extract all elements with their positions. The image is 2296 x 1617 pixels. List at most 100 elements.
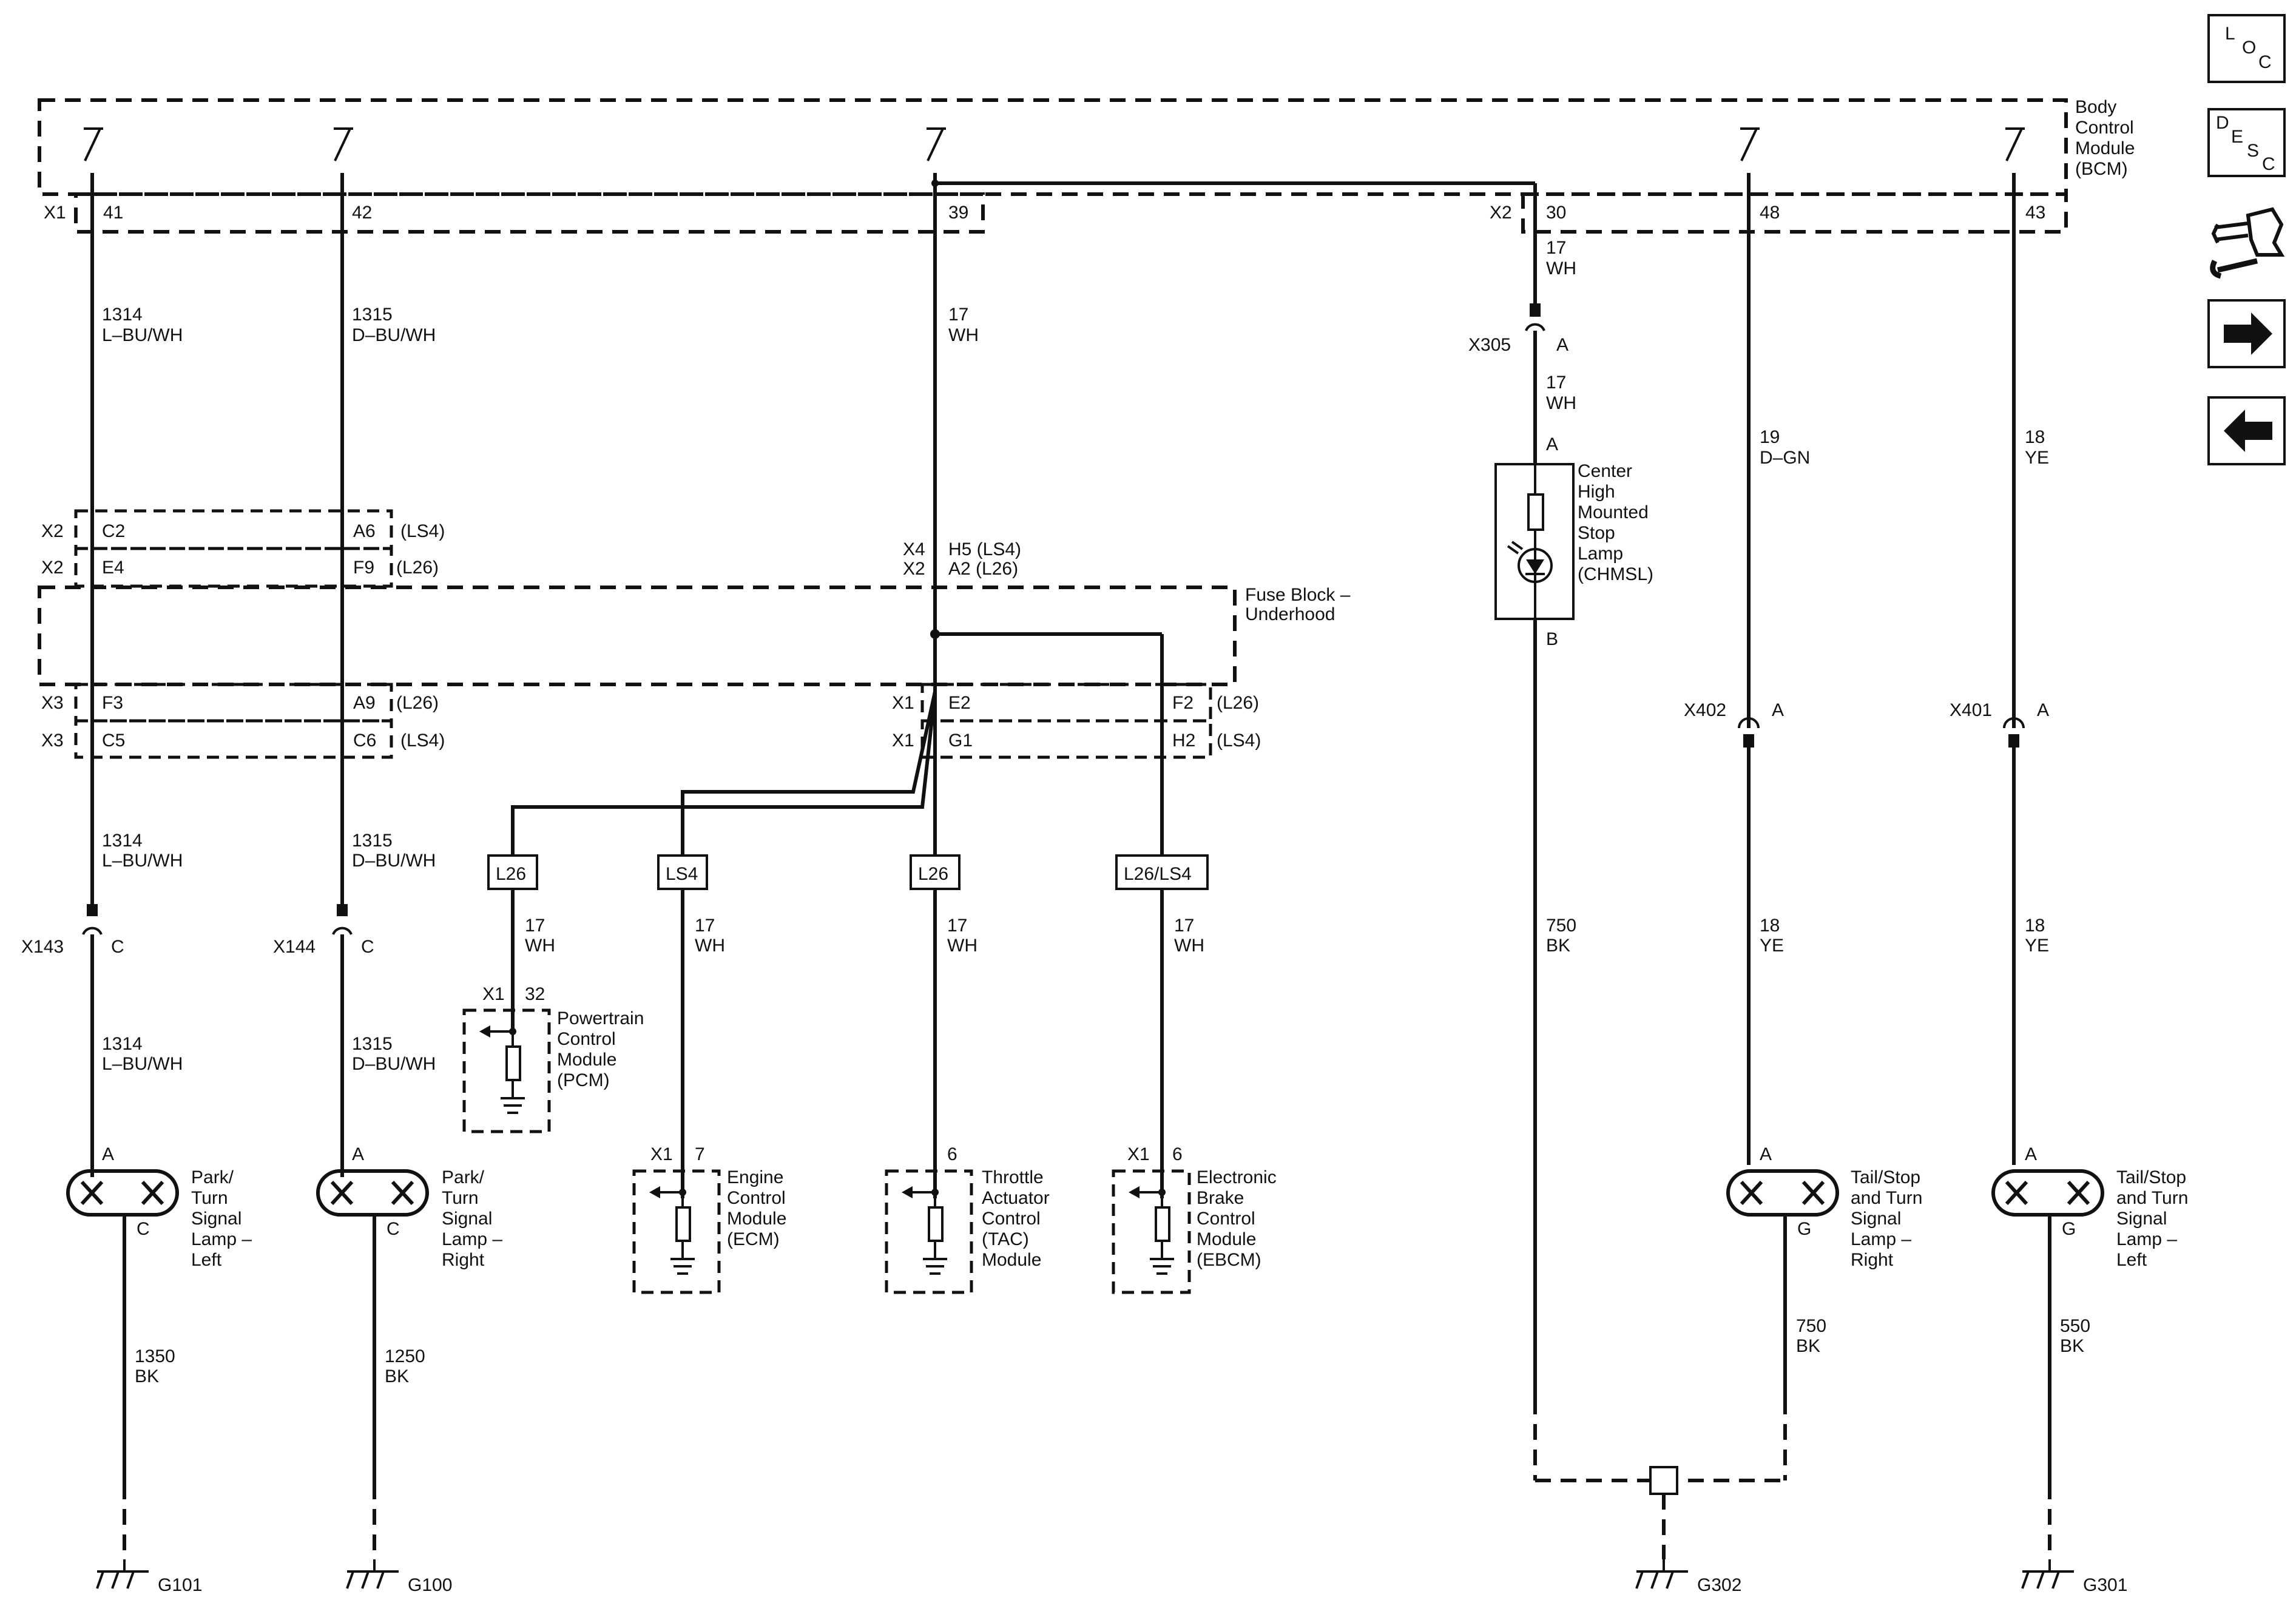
lamp-left-pin-a: A [102, 1144, 114, 1164]
tac-wire-color: WH [947, 936, 977, 956]
chmsl-wire-750-color: BK [1546, 936, 1570, 956]
desc-letter-d: D [2216, 113, 2229, 133]
pcm-wire-num: 17 [525, 916, 545, 936]
opt-l26-1: (L26) [396, 558, 439, 578]
switch-43 [2005, 127, 2025, 194]
wire-1315-color-2: D–BU/WH [352, 851, 436, 871]
wire-19-color: D–GN [1760, 448, 1810, 468]
pin-30: 30 [1546, 203, 1566, 223]
chmsl-wire-750-num: 750 [1546, 916, 1576, 936]
band-x2-2: X2 [41, 558, 64, 578]
tac-pin: 6 [947, 1144, 957, 1164]
arrow-right-icon[interactable] [2207, 299, 2286, 368]
g302-label: G302 [1697, 1575, 1741, 1595]
x143-label: X143 [21, 937, 64, 957]
pin-39: 39 [948, 203, 968, 223]
chmsl-label-6: (CHMSL) [1578, 564, 1653, 584]
x305-pin: A [1556, 335, 1568, 355]
pin-a6: A6 [353, 521, 376, 541]
lamp-right-label-2: Turn [442, 1188, 479, 1208]
lamp-left-label-5: Left [191, 1250, 222, 1270]
option-tag-ebcm: L26/LS4 [1124, 864, 1192, 884]
ebcm-pin: 6 [1172, 1144, 1183, 1164]
circuit-1314: 1314 L–BU/WH 1314 L–BU/WH 1314 L–BU/WH X… [21, 194, 183, 1177]
connector-wrench-icon[interactable] [2210, 207, 2285, 279]
wire-1314-color-3: L–BU/WH [102, 1054, 183, 1074]
chmsl-label-5: Lamp [1578, 544, 1623, 564]
pcm-label-1: Powertrain [557, 1008, 644, 1028]
ecm-x1: X1 [650, 1144, 673, 1164]
pin-a2: A2 (L26) [948, 559, 1018, 579]
desc-letter-s: S [2247, 141, 2259, 161]
wire-1315-num: 1315 [352, 305, 393, 325]
chmsl-label-3: Mounted [1578, 502, 1649, 522]
chmsl-wire-color-2: WH [1546, 393, 1576, 413]
arrow-left-icon[interactable] [2207, 396, 2286, 465]
bcm-label-4: (BCM) [2075, 159, 2128, 179]
opt-ls4-2: (LS4) [400, 731, 445, 751]
wire-18-num-top: 18 [2025, 427, 2045, 447]
pcm-wire-color: WH [525, 936, 555, 956]
pin-41: 41 [103, 203, 123, 223]
band-x2-1: X2 [41, 521, 64, 541]
pcm-label-2: Control [557, 1029, 616, 1049]
tail-left-label-4: Lamp – [2116, 1229, 2177, 1249]
wire-1250-num: 1250 [385, 1346, 425, 1366]
wire-1315-color-3: D–BU/WH [352, 1054, 436, 1074]
pin-48: 48 [1760, 203, 1780, 223]
wire-1314-color-2: L–BU/WH [102, 851, 183, 871]
pin-43: 43 [2025, 203, 2045, 223]
lamp-left-label-4: Lamp – [191, 1229, 252, 1249]
lamp-right-label-4: Lamp – [442, 1229, 502, 1249]
lamp-left-label-1: Park/ [191, 1167, 234, 1187]
ebcm-x1: X1 [1127, 1144, 1150, 1164]
ecm-label-1: Engine [727, 1167, 783, 1187]
pin-42: 42 [352, 203, 372, 223]
opt-l26-3: (L26) [1217, 693, 1259, 713]
tail-right-label-2: and Turn [1851, 1188, 1922, 1208]
chmsl-pin-b: B [1546, 629, 1558, 649]
g101-label: G101 [158, 1575, 202, 1595]
pin-c6: C6 [353, 731, 376, 751]
nav-loc-button[interactable]: L O C [2207, 14, 2286, 83]
tail-right-pin-a: A [1760, 1144, 1772, 1164]
tail-stop-lamp-right: A G Tail/Stop and Turn Signal Lamp – Rig… [1726, 1144, 1922, 1399]
tac-label-3: Control [982, 1209, 1041, 1229]
fuse-block-label-1: Fuse Block – [1245, 585, 1351, 605]
band-x4: X4 [903, 539, 925, 559]
wire-18-color-top: YE [2025, 448, 2049, 468]
lamp-right-pin-a: A [352, 1144, 364, 1164]
band-x2-3: X2 [903, 559, 925, 579]
wire-1314-num: 1314 [102, 305, 143, 325]
wire-1314-num-3: 1314 [102, 1034, 143, 1054]
tac-module: 6 Throttle Actuator Control (TAC) Module [885, 1144, 1050, 1294]
pin-h2: H2 [1172, 731, 1195, 751]
wire-1314-color: L–BU/WH [102, 325, 183, 345]
opt-l26-2: (L26) [396, 693, 439, 713]
ecm-label-2: Control [727, 1188, 786, 1208]
pcm-pin: 32 [525, 984, 545, 1004]
wire-17-color: WH [948, 325, 979, 345]
wire-550-num: 550 [2060, 1316, 2090, 1336]
wire-1314-num-2: 1314 [102, 831, 143, 851]
wire-1250-color: BK [385, 1366, 409, 1386]
pcm-label-3: Module [557, 1050, 616, 1070]
circuit-chmsl: 17 WH X305 A 17 WH A Center High Mounted… [1468, 183, 1653, 1399]
ecm-module: X1 7 Engine Control Module (ECM) [632, 1144, 786, 1294]
ground-g302: G302 [1635, 1559, 1741, 1595]
ecm-wire-color: WH [695, 936, 725, 956]
wire-1350-num: 1350 [135, 1346, 175, 1366]
switch-39 [927, 127, 946, 185]
option-tag-tac: L26 [918, 864, 948, 884]
tail-left-label-1: Tail/Stop [2116, 1167, 2186, 1187]
ebcm-label-3: Control [1197, 1209, 1255, 1229]
bcm-x2-label: X2 [1490, 203, 1512, 223]
pin-g1: G1 [948, 731, 973, 751]
band-x1-2: X1 [892, 731, 914, 751]
ebcm-wire-color: WH [1174, 936, 1204, 956]
desc-letter-c: C [2262, 154, 2275, 174]
nav-desc-button[interactable]: D E S C [2207, 108, 2286, 177]
tail-left-pin-a: A [2025, 1144, 2037, 1164]
ecm-wire-num: 17 [695, 916, 715, 936]
bcm-module: Body Control Module (BCM) [38, 97, 2135, 234]
